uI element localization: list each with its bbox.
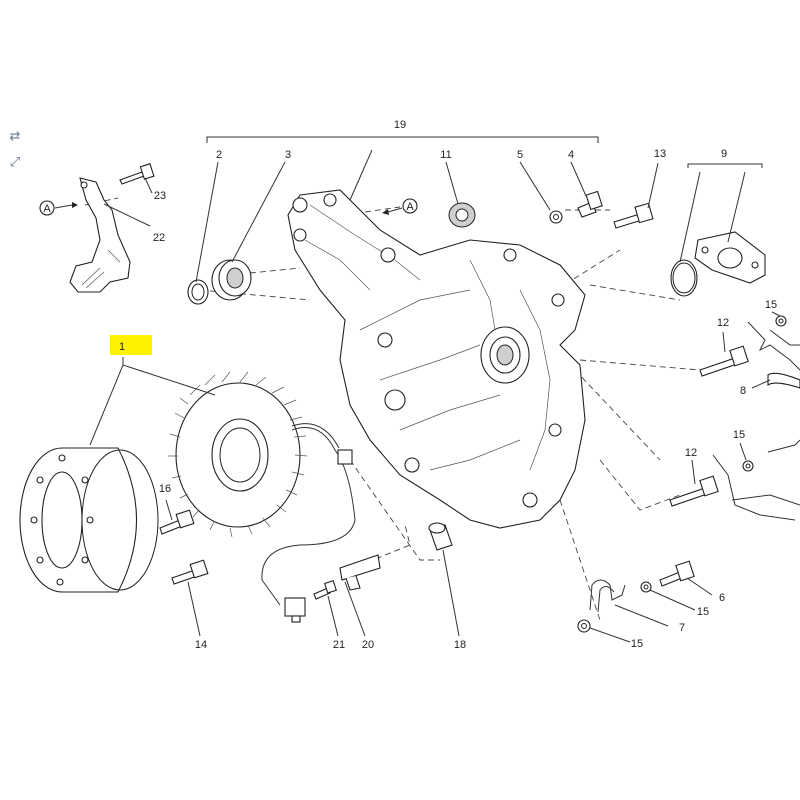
label-part-3: 3: [285, 149, 291, 161]
label-part-21: 21: [333, 639, 345, 651]
part-11-seal: [448, 202, 476, 228]
label-part-7: 7: [679, 622, 685, 634]
leader-lines: [89, 149, 781, 643]
reference-a-left: A: [39, 200, 78, 216]
part-1-highlight: [110, 335, 152, 355]
label-part-15-right: 15: [697, 606, 709, 618]
label-part-14: 14: [195, 639, 207, 651]
part-21-screw: [313, 580, 337, 600]
part-4-bolt: [577, 190, 603, 218]
reference-a-cover: A: [382, 198, 418, 215]
part-15-washer-b: [577, 619, 591, 633]
part-1-rotor: [19, 447, 159, 593]
part-22-bracket: [69, 177, 131, 293]
reference-a-label: A: [406, 201, 414, 213]
stator-coil: [168, 371, 308, 538]
label-part-13: 13: [654, 148, 666, 160]
part-15-washer-mid: [742, 460, 754, 472]
part-18-dowel: [428, 522, 453, 551]
part-19-generator-cover: [287, 189, 586, 529]
label-part-12-upper: 12: [717, 317, 729, 329]
label-part-15-top: 15: [765, 299, 777, 311]
label-part-18: 18: [454, 639, 466, 651]
part-7-spring-clip: [589, 579, 626, 613]
part-3-bearing: [211, 259, 252, 301]
label-part-20: 20: [362, 639, 374, 651]
part-15-washer-a: [640, 581, 652, 593]
part-labels: 1 2 3 4 5 6 7 8 9 11 12 12 13 14 15 15 1…: [119, 119, 777, 651]
assembly-bracket-19: [206, 136, 599, 143]
wire-harness: [261, 423, 356, 623]
label-part-8: 8: [740, 385, 746, 397]
label-part-15-bottom: 15: [631, 638, 643, 650]
label-part-12-lower: 12: [685, 447, 697, 459]
part-9-o-ring: [670, 259, 698, 297]
label-part-5: 5: [517, 149, 523, 161]
part-2-circlip: [187, 279, 209, 305]
label-part-2: 2: [216, 149, 222, 161]
part-6-bolt: [659, 560, 695, 587]
part-12-bolt-lower: [669, 475, 719, 507]
part-23-bolt: [119, 163, 155, 185]
label-part-22: 22: [153, 232, 165, 244]
part-14-bolt: [171, 559, 209, 585]
label-part-9: 9: [721, 148, 727, 160]
part-12-bolt-upper: [699, 345, 749, 377]
label-part-16: 16: [159, 483, 171, 495]
part-16-bolt: [159, 509, 195, 535]
part-9-cover-plate: [694, 231, 766, 284]
assembly-bracket-9: [687, 163, 763, 168]
part-15-washer-top: [775, 315, 787, 327]
clip-upper: [747, 321, 800, 371]
part-13-bolt: [613, 202, 654, 229]
label-part-15-mid: 15: [733, 429, 745, 441]
reference-a-label: A: [43, 203, 51, 215]
clip-lower: [712, 439, 800, 521]
fullscreen-icon[interactable]: ⤢: [9, 155, 21, 170]
label-part-11: 11: [440, 149, 451, 161]
label-part-4: 4: [568, 149, 574, 161]
part-20-clamp: [339, 554, 381, 591]
part-8-clip: [767, 372, 800, 389]
label-part-1: 1: [119, 341, 125, 353]
label-part-19: 19: [394, 119, 406, 131]
label-part-6: 6: [719, 592, 725, 604]
label-part-23: 23: [154, 190, 166, 202]
part-5-washer: [549, 210, 563, 224]
expand-arrows-icon[interactable]: ⇄: [9, 129, 21, 144]
